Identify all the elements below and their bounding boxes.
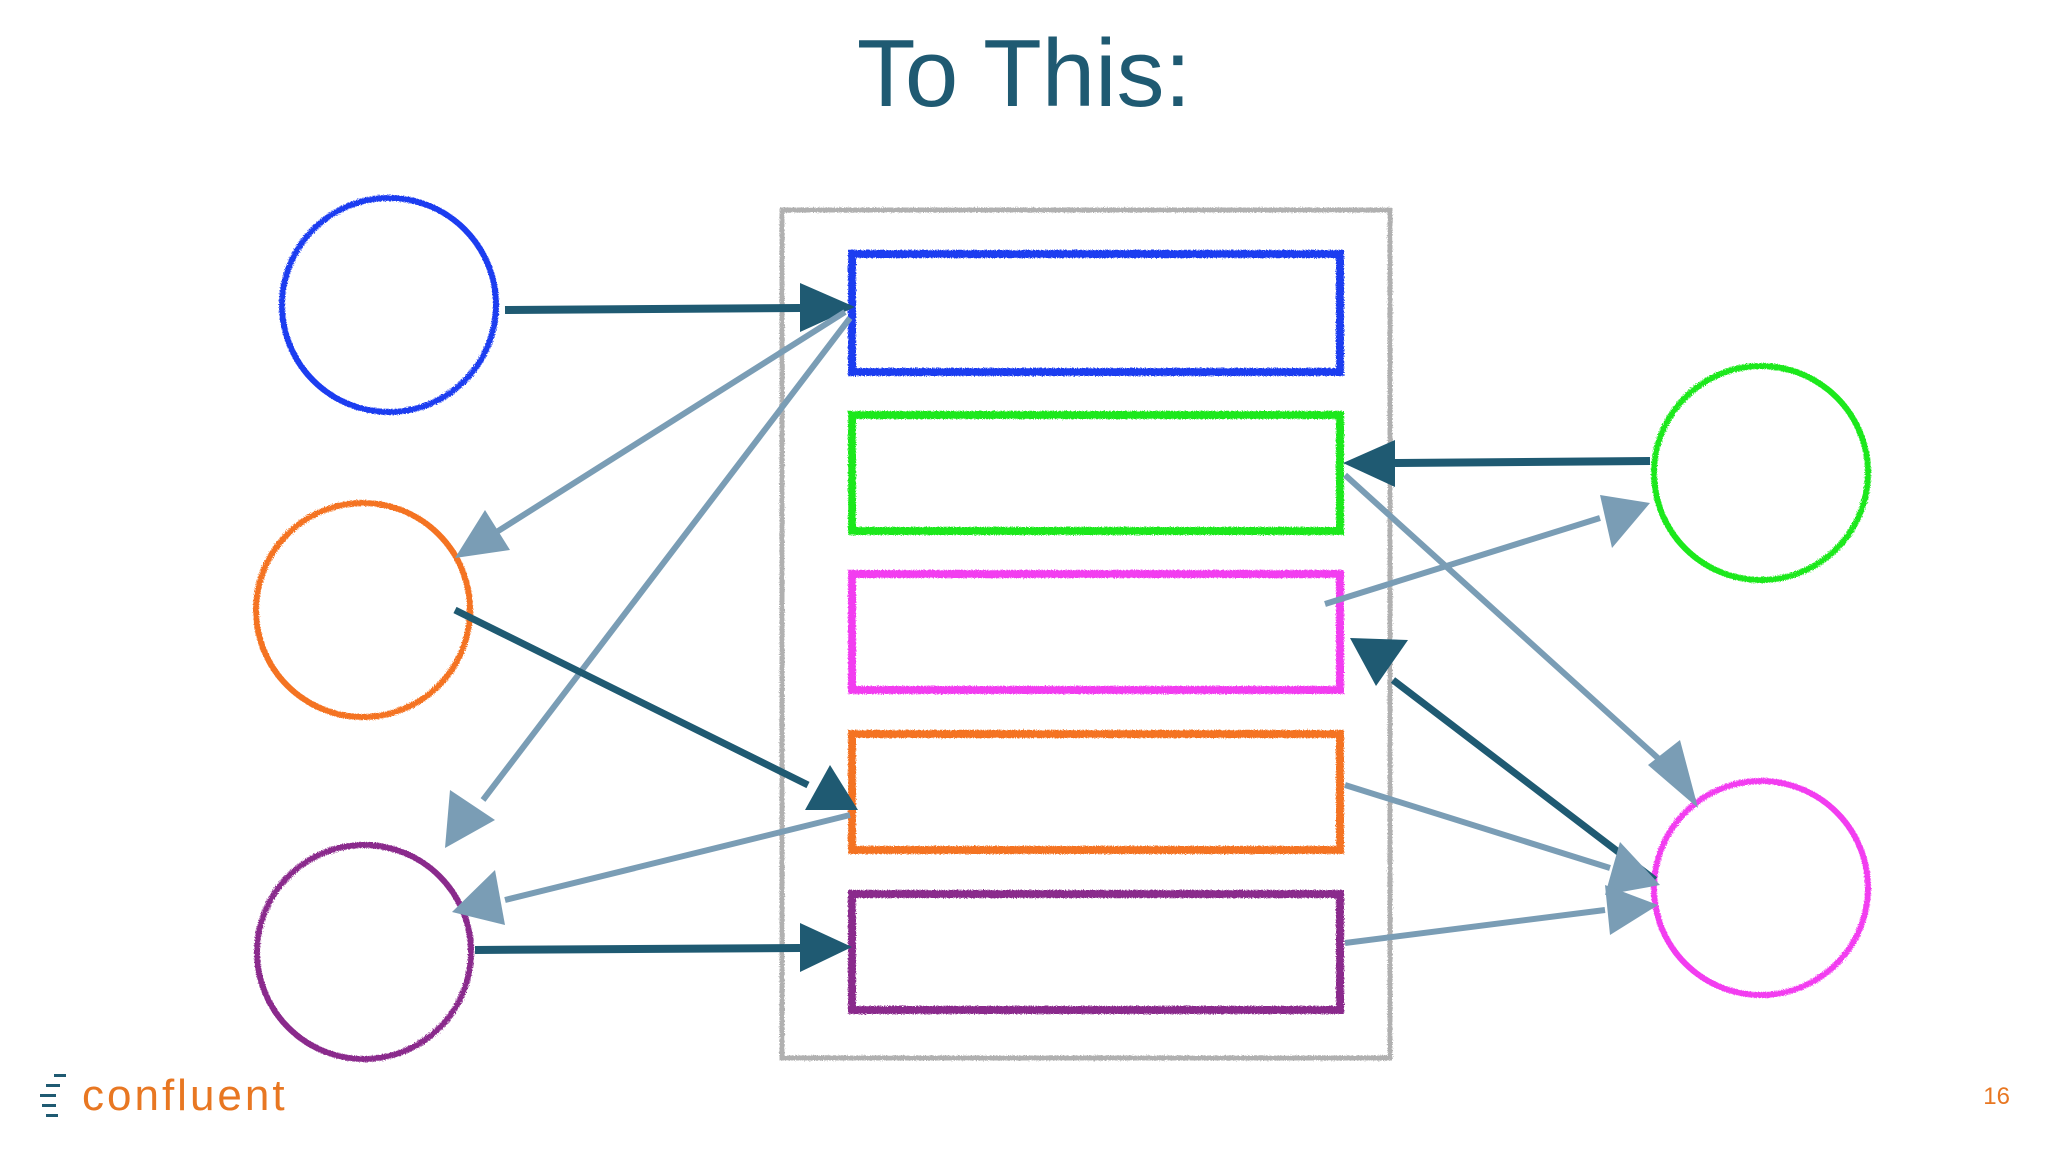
arrow-orange-to-purple xyxy=(452,812,851,925)
node-orange xyxy=(253,500,473,720)
arrow-blue-to-purple xyxy=(445,316,853,848)
page-number: 16 xyxy=(1983,1083,2010,1110)
arrow-orange-write xyxy=(453,606,858,810)
arrow-green-write xyxy=(1343,440,1651,487)
log-slot-purple xyxy=(848,890,1344,1014)
slide-title: To This: xyxy=(856,20,1192,127)
arrow-orange-to-magenta xyxy=(1344,782,1660,895)
node-magenta xyxy=(1651,778,1871,998)
node-blue xyxy=(279,195,499,415)
confluent-logo-icon xyxy=(40,1068,80,1124)
confluent-logo: confluent xyxy=(40,1066,288,1126)
log-slot-orange xyxy=(848,730,1344,854)
confluent-logo-text: confluent xyxy=(82,1071,288,1120)
arrow-green-to-magenta xyxy=(1342,472,1698,808)
arrow-purple-write xyxy=(474,923,852,972)
node-green xyxy=(1651,363,1871,583)
log-container xyxy=(779,207,1393,1061)
arrow-magenta-to-green xyxy=(1324,495,1650,607)
arrow-purple-to-magenta xyxy=(1344,885,1658,946)
arrow-blue-to-orange xyxy=(455,309,847,558)
log-slot-green xyxy=(848,411,1344,535)
node-purple xyxy=(254,842,474,1062)
arrow-blue-write xyxy=(504,283,855,332)
log-slot-magenta xyxy=(848,570,1344,694)
log-slot-blue xyxy=(848,250,1344,376)
arrow-magenta-write xyxy=(1350,638,1658,883)
